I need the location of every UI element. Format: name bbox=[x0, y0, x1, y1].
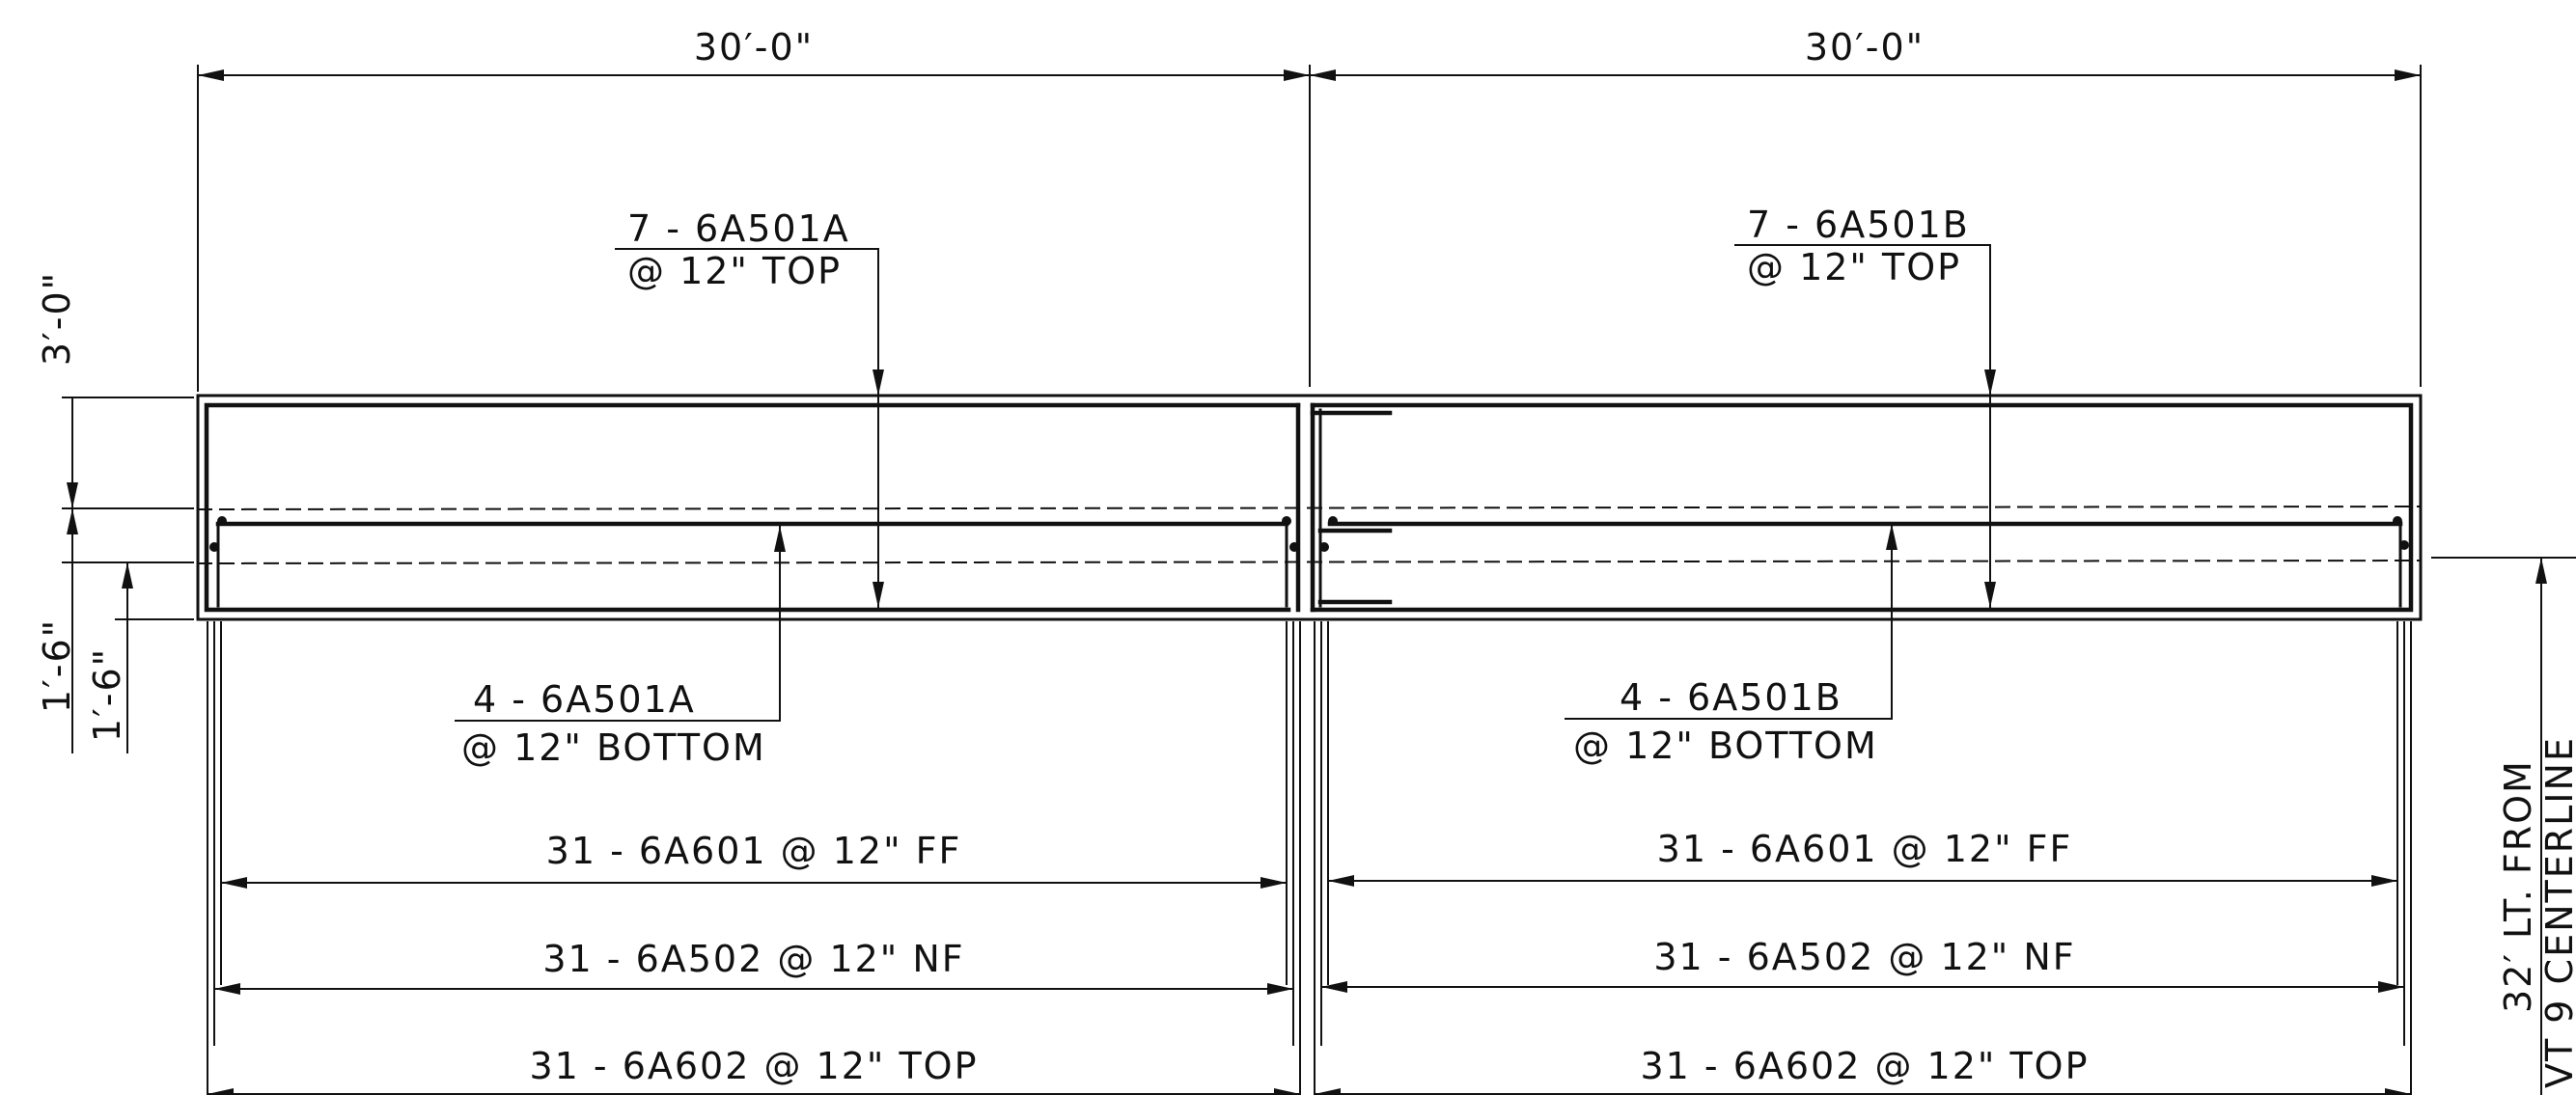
bar-section-dot bbox=[2393, 516, 2402, 526]
rebar-row-top: 31 - 6A602 @ 12" TOP 31 - 6A602 @ 12" TO… bbox=[207, 1045, 2412, 1095]
arrowhead bbox=[2535, 558, 2547, 584]
arrowhead bbox=[1984, 582, 1996, 608]
arrowhead bbox=[2395, 69, 2421, 81]
arrowhead bbox=[214, 983, 240, 995]
arrowhead bbox=[1984, 370, 1996, 396]
arrowhead bbox=[221, 877, 247, 889]
arrowhead bbox=[1274, 1088, 1300, 1095]
bottom-callout-left: 4 - 6A501A @ 12" BOTTOM bbox=[455, 525, 786, 769]
rebar-row-label: 31 - 6A602 @ 12" TOP bbox=[529, 1045, 978, 1087]
arrowhead bbox=[198, 69, 224, 81]
bar-extension-lines bbox=[207, 621, 2412, 1095]
callout-label: 4 - 6A501A bbox=[473, 678, 696, 721]
arrowhead bbox=[873, 582, 884, 608]
offset-note-line1: 32′ LT. FROM bbox=[2497, 759, 2539, 1013]
height-top-label: 3′-0" bbox=[36, 271, 78, 366]
span-right-label: 30′-0" bbox=[1805, 26, 1925, 68]
rebar-row-label: 31 - 6A502 @ 12" NF bbox=[1653, 936, 2075, 978]
bottom-callout-right: 4 - 6A501B @ 12" BOTTOM bbox=[1565, 523, 1897, 767]
top-callout-right: 7 - 6A501B @ 12" TOP bbox=[1734, 204, 1996, 609]
arrowhead bbox=[1321, 981, 1347, 993]
rebar-row-label: 31 - 6A502 @ 12" NF bbox=[542, 938, 964, 980]
hidden-line-lower bbox=[196, 559, 2423, 565]
arrowhead bbox=[774, 526, 786, 552]
rebar-row-label: 31 - 6A601 @ 12" FF bbox=[546, 830, 962, 872]
slab-outline bbox=[196, 394, 2423, 621]
hidden-line-upper bbox=[196, 505, 2423, 511]
rebar-row-ff: 31 - 6A601 @ 12" FF 31 - 6A601 @ 12" FF bbox=[220, 828, 2398, 889]
offset-note-line2: VT 9 CENTERLINE bbox=[2538, 736, 2576, 1088]
bar-section-dot bbox=[1328, 516, 1338, 526]
callout-label: 7 - 6A501B bbox=[1747, 204, 1970, 246]
top-callout-left: 7 - 6A501A @ 12" TOP bbox=[615, 207, 884, 609]
arrowhead bbox=[1886, 524, 1897, 550]
right-panel-edge bbox=[1310, 402, 2414, 613]
arrowhead bbox=[67, 508, 78, 534]
arrowhead bbox=[1267, 983, 1293, 995]
arrowhead bbox=[122, 562, 133, 589]
height-bottom-label: 1′-6" bbox=[86, 647, 128, 742]
arrowhead bbox=[2371, 875, 2397, 887]
arrowhead bbox=[1310, 69, 1336, 81]
callout-label: 7 - 6A501A bbox=[627, 207, 850, 250]
bar-section-dot bbox=[1319, 542, 1329, 552]
callout-label: 4 - 6A501B bbox=[1620, 676, 1842, 719]
rebar-row-label: 31 - 6A601 @ 12" FF bbox=[1657, 828, 2073, 870]
arrowhead bbox=[208, 1088, 234, 1095]
bar-section-dot bbox=[209, 542, 219, 552]
arrowhead bbox=[1328, 875, 1354, 887]
rebar-row-label: 31 - 6A602 @ 12" TOP bbox=[1640, 1045, 2089, 1087]
height-mid-label: 1′-6" bbox=[36, 618, 78, 713]
callout-label: @ 12" TOP bbox=[627, 250, 842, 292]
arrowhead bbox=[1284, 69, 1310, 81]
arrowhead bbox=[2385, 1088, 2411, 1095]
callout-label: @ 12" BOTTOM bbox=[1573, 725, 1878, 767]
left-panel-edge bbox=[204, 402, 1301, 613]
arrowhead bbox=[873, 370, 884, 396]
arrowhead bbox=[1260, 877, 1287, 889]
span-left-label: 30′-0" bbox=[694, 26, 814, 68]
bar-section-dot bbox=[217, 516, 227, 526]
callout-label: @ 12" TOP bbox=[1747, 246, 1961, 288]
offset-note: 32′ LT. FROM VT 9 CENTERLINE bbox=[2431, 557, 2576, 1095]
rebar-row-nf: 31 - 6A502 @ 12" NF 31 - 6A502 @ 12" NF bbox=[213, 936, 2405, 995]
arrowhead bbox=[1315, 1088, 1341, 1095]
callout-label: @ 12" BOTTOM bbox=[461, 726, 766, 769]
arrowhead bbox=[67, 482, 78, 508]
span-dimensions: 30′-0" 30′-0" bbox=[197, 26, 2422, 392]
bar-section-dot bbox=[1289, 542, 1299, 552]
bar-section-dot bbox=[2399, 540, 2409, 550]
height-dimensions: 3′-0" 1′-6" 1′-6" bbox=[36, 271, 194, 753]
bar-section-dot bbox=[1282, 516, 1291, 526]
arrowhead bbox=[2378, 981, 2404, 993]
